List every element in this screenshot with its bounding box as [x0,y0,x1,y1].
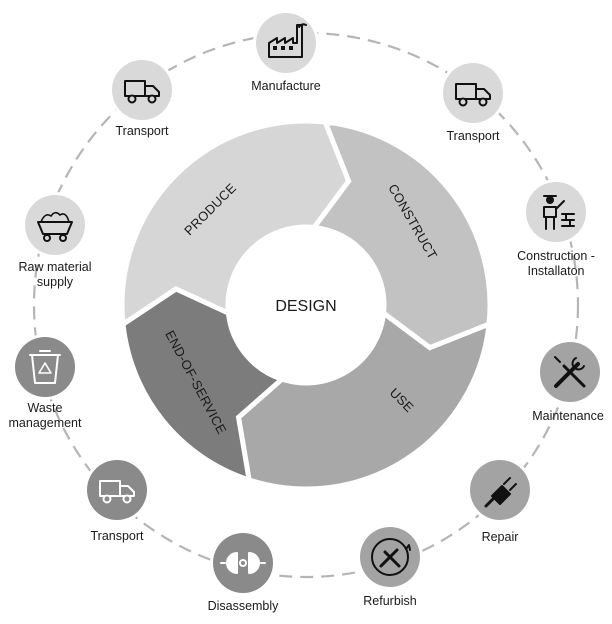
stage-label-raw-material: Raw material [19,260,92,274]
stage-node-maintenance: Maintenance [532,339,604,423]
stage-node-circle [443,63,503,123]
segment-end [120,286,287,484]
disassembly-icon [220,552,266,574]
stage-label-refurbish: Refurbish [363,594,417,608]
plug-icon [484,477,517,508]
mine-cart-icon [37,211,73,242]
stage-label-manufacture: Manufacture [251,79,321,93]
stage-node-circle [213,533,273,593]
center-label: DESIGN [275,298,336,315]
stage-node-repair: Repair [467,457,533,544]
stage-label-transport-2: Transport [90,529,144,543]
stage-label-construction: Construction - [517,249,595,263]
stage-label-waste: Waste [28,401,63,415]
construction-worker-icon [543,195,575,230]
truck-icon [99,480,135,504]
stage-node-transport-3: Transport [109,57,175,138]
stage-node-circle [112,60,172,120]
recycle-bin-icon [29,350,61,384]
truck-icon [124,80,160,104]
segment-use [235,308,492,492]
stage-node-circle [87,460,147,520]
stage-label-disassembly: Disassembly [208,599,280,613]
stage-node-circle [25,195,85,255]
stage-node-circle [15,337,75,397]
stage-label-repair: Repair [482,530,519,544]
factory-icon [268,23,307,58]
stage-node-transport-1: Transport [440,60,506,143]
center-circle [230,229,382,381]
stage-node-disassembly: Disassembly [208,530,280,613]
stage-label-transport-3: Transport [115,124,169,138]
stage-label-waste: management [9,416,82,430]
segment-produce [119,118,352,329]
stage-node-refurbish: Refurbish [357,524,423,608]
tools-cycle-icon [371,538,411,576]
stage-label-construction: Installaton [528,264,585,278]
segment-construct [309,119,493,351]
wrench-screwdriver-icon [554,356,586,388]
stage-node-transport-2: Transport [84,457,150,543]
stage-label-maintenance: Maintenance [532,409,604,423]
stage-node-manufacture: Manufacture [251,10,321,93]
truck-icon [455,83,491,107]
stage-node-construction: Construction -Installaton [517,179,595,278]
stage-label-raw-material: supply [37,275,74,289]
stage-label-transport-1: Transport [446,129,500,143]
